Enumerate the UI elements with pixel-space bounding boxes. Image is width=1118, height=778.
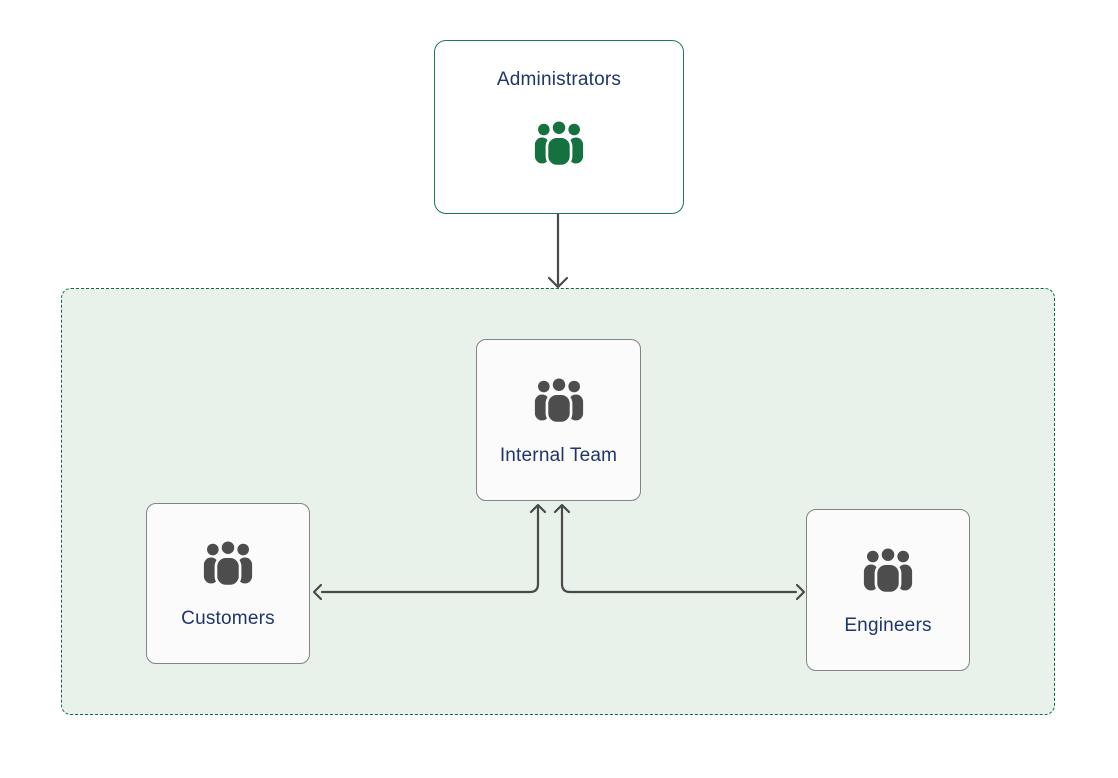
node-label: Customers xyxy=(181,608,275,629)
arrowhead-down-icon xyxy=(547,276,569,289)
node-administrators[interactable]: Administrators xyxy=(434,40,684,214)
node-label: Administrators xyxy=(496,69,622,90)
node-internal-team[interactable]: Internal Team xyxy=(476,339,641,501)
node-label: Engineers xyxy=(844,614,932,636)
node-engineers[interactable]: Engineers xyxy=(806,509,970,671)
people-group-icon xyxy=(860,544,916,594)
people-group-icon xyxy=(531,117,587,167)
edge-administrators-to-group xyxy=(547,212,569,289)
node-label: Internal Team xyxy=(499,444,618,466)
people-group-icon xyxy=(531,374,587,424)
node-customers[interactable]: Customers xyxy=(146,503,310,664)
people-group-icon xyxy=(200,537,256,587)
